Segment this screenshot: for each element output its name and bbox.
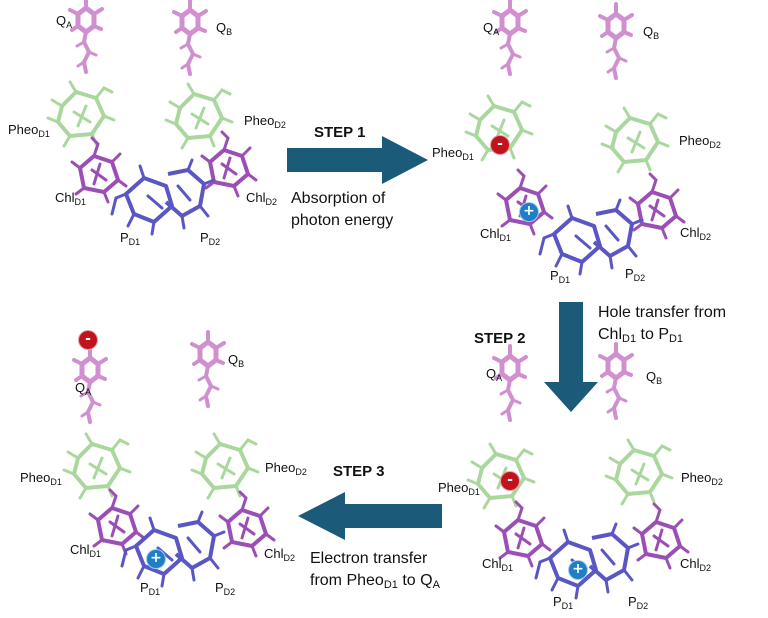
qb-molecule [600, 344, 632, 418]
qb-label: QB [643, 24, 660, 41]
chl-d1-label: ChlD1 [482, 556, 514, 573]
arrow-right-icon [287, 136, 428, 184]
positive-charge-icon: + [146, 549, 166, 569]
chl-d2-molecule [628, 172, 686, 240]
p-d1-label: PD1 [140, 580, 161, 597]
qb-molecule [192, 332, 224, 406]
chl-d2-label: ChlD2 [246, 190, 278, 207]
pheo-d1-molecule [46, 80, 116, 148]
subscript-text: D1 [383, 579, 398, 591]
pheo-d2-label: PheoD2 [679, 133, 721, 150]
description-text: Hole transfer from [598, 304, 727, 321]
chl-d1-label: ChlD1 [55, 190, 87, 207]
qa-label: QA [75, 380, 92, 397]
chl-d2-molecule [200, 130, 258, 198]
description-text: from Pheo [310, 572, 384, 589]
pheo-d2-molecule [164, 82, 234, 150]
p-d1-label: PD1 [553, 594, 574, 611]
chl-d1-label: ChlD1 [480, 226, 512, 243]
step3-title: STEP 3 [333, 463, 385, 480]
pheo-d1-label: PheoD1 [438, 480, 480, 497]
qb-label: QB [228, 352, 245, 369]
negative-charge-icon: - [500, 471, 520, 491]
step1-title: STEP 1 [314, 124, 366, 141]
qb-label: QB [216, 20, 233, 37]
p-d1-label: PD1 [120, 230, 141, 247]
pheo-d1-label: PheoD1 [20, 470, 62, 487]
step2-title: STEP 2 [474, 330, 526, 347]
p-pair-molecule [534, 522, 640, 600]
description-text: Chl [598, 326, 623, 343]
description-line: Hole transfer from [598, 302, 726, 324]
p-d1-label: PD1 [550, 268, 571, 285]
pheo-d2-molecule [600, 106, 670, 174]
qa-molecule [494, 346, 526, 420]
p-pair-molecule [538, 198, 644, 276]
qa-label: QA [486, 366, 503, 383]
p-d2-label: PD2 [200, 230, 221, 247]
pheo-d2-label: PheoD2 [681, 470, 723, 487]
pheo-d2-molecule [190, 432, 260, 500]
negative-charge-icon: - [490, 135, 510, 155]
qa-label: QA [483, 20, 500, 37]
pheo-d1-label: PheoD1 [432, 145, 474, 162]
step1-description: Absorption of photon energy [291, 188, 393, 232]
pheo-d1-molecule [62, 432, 132, 500]
subscript-text: D1 [622, 333, 637, 345]
qb-molecule [174, 0, 206, 74]
pheo-d2-label: PheoD2 [265, 460, 307, 477]
description-text: to P [636, 326, 669, 343]
p-d2-label: PD2 [625, 266, 646, 283]
p-pair-molecule [110, 158, 216, 236]
p-d2-label: PD2 [215, 580, 236, 597]
p-d2-label: PD2 [628, 594, 649, 611]
qa-label: QA [56, 13, 73, 30]
chl-d2-label: ChlD2 [264, 546, 296, 563]
description-line: Absorption of [291, 188, 393, 210]
description-text: photon energy [291, 212, 394, 229]
chl-d2-label: ChlD2 [680, 225, 712, 242]
description-text: Absorption of [291, 190, 386, 207]
qa-molecule [494, 0, 526, 74]
subscript-text: D1 [668, 333, 684, 345]
arrow-down-icon [544, 302, 598, 412]
pheo-d1-label: PheoD1 [8, 122, 50, 139]
chl-d1-label: ChlD1 [70, 542, 102, 559]
qb-molecule [600, 4, 632, 78]
p-pair-molecule [120, 510, 226, 588]
qa-molecule [70, 0, 102, 72]
pheo-d2-label: PheoD2 [244, 113, 286, 130]
description-line: from PheoD1 to QA [310, 570, 440, 596]
subscript-text: A [432, 579, 440, 591]
description-line: Electron transfer [310, 548, 440, 570]
description-line: photon energy [291, 210, 393, 232]
arrow-left-icon [298, 492, 442, 540]
pheo-d2-molecule [604, 438, 674, 506]
negative-charge-icon: - [78, 330, 98, 350]
qb-label: QB [646, 369, 663, 386]
description-line: ChlD1 to PD1 [598, 324, 726, 350]
description-text: to Q [397, 572, 433, 589]
positive-charge-icon: + [519, 202, 539, 222]
positive-charge-icon: + [568, 560, 588, 580]
chl-d2-label: ChlD2 [680, 556, 712, 573]
description-text: Electron transfer [310, 550, 428, 567]
step3-description: Electron transfer from PheoD1 to QA [310, 548, 440, 596]
